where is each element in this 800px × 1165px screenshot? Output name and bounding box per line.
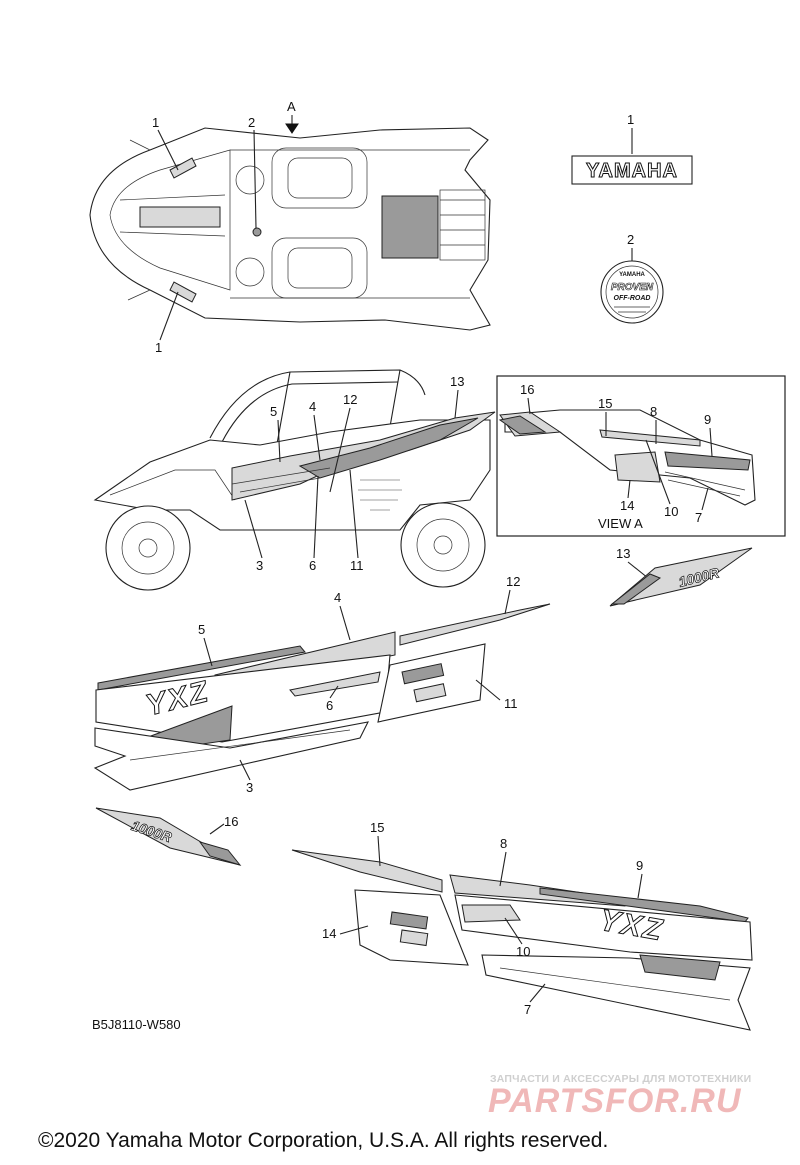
copyright-notice: ©2020 Yamaha Motor Corporation, U.S.A. A… [38,1129,609,1152]
callout-side-11: 11 [350,558,364,573]
svg-text:PROVEN: PROVEN [611,282,654,293]
svg-text:YAMAHA: YAMAHA [619,272,645,278]
callout-viewa-16: 16 [520,382,534,397]
callout-decal-5: 5 [198,622,205,637]
view-arrow-label: A [287,99,296,114]
callout-decal-13: 13 [616,546,630,561]
svg-text:OFF-ROAD: OFF-ROAD [614,295,651,302]
view-a-panel: 16 15 8 9 14 10 7 VIEW A [496,375,786,537]
callout-side-5: 5 [270,404,277,419]
proven-offroad-badge [600,260,664,324]
callout-top-1a: 1 [152,115,159,130]
callout-side-6: 6 [309,558,316,573]
callout-viewa-7: 7 [695,510,702,525]
callout-top-2: 2 [248,115,255,130]
watermark-logo: PARTSFOR.RU [488,1082,742,1120]
callout-decal-12: 12 [506,574,520,589]
callout-viewa-15: 15 [598,396,612,411]
callout-decal-8: 8 [500,836,507,851]
callout-side-4: 4 [309,399,316,414]
badge-decals: 1 YAMAHA 2 YAMAHA PROVEN OFF-ROAD [571,112,693,324]
yamaha-decal-text: YAMAHA [586,160,678,182]
callout-side-3: 3 [256,558,263,573]
drawing-code: B5J8110-W580 [92,1017,181,1032]
view-arrow-icon [285,115,299,134]
callout-side-12: 12 [343,392,357,407]
callout-viewa-8: 8 [650,404,657,419]
callout-top-1b: 1 [155,340,162,355]
callout-badge-2: 2 [627,232,634,247]
callout-decal-7: 7 [524,1002,531,1017]
callout-viewa-10: 10 [664,504,678,519]
yamaha-decal [571,155,693,185]
callout-side-13: 13 [450,374,464,389]
callout-decal-4: 4 [334,590,341,605]
decal-16: 1000R 16 [95,807,242,866]
callout-decal-15: 15 [370,820,384,835]
left-side-decals: YXZ 12 4 5 6 11 3 [93,574,551,795]
callout-decal-9: 9 [636,858,643,873]
callout-viewa-9: 9 [704,412,711,427]
callout-decal-3: 3 [246,780,253,795]
right-side-decals: YXZ 15 8 9 14 10 7 [291,820,753,1031]
vehicle-side-view: 13 5 4 12 3 6 11 [93,369,496,591]
watermark-tagline: ЗАПЧАСТИ И АКСЕССУАРЫ ДЛЯ МОТОТЕХНИКИ [490,1073,752,1085]
callout-decal-16: 16 [224,814,238,829]
callout-badge-1: 1 [627,112,634,127]
view-a-label: VIEW A [598,516,643,531]
decal-13: 13 1000R [609,546,753,607]
callout-decal-11: 11 [504,696,518,711]
callout-viewa-14: 14 [620,498,634,513]
callout-decal-14: 14 [322,926,336,941]
callout-decal-6: 6 [326,698,333,713]
callout-decal-10: 10 [516,944,530,959]
vehicle-top-view: 1 2 1 A [89,99,491,355]
